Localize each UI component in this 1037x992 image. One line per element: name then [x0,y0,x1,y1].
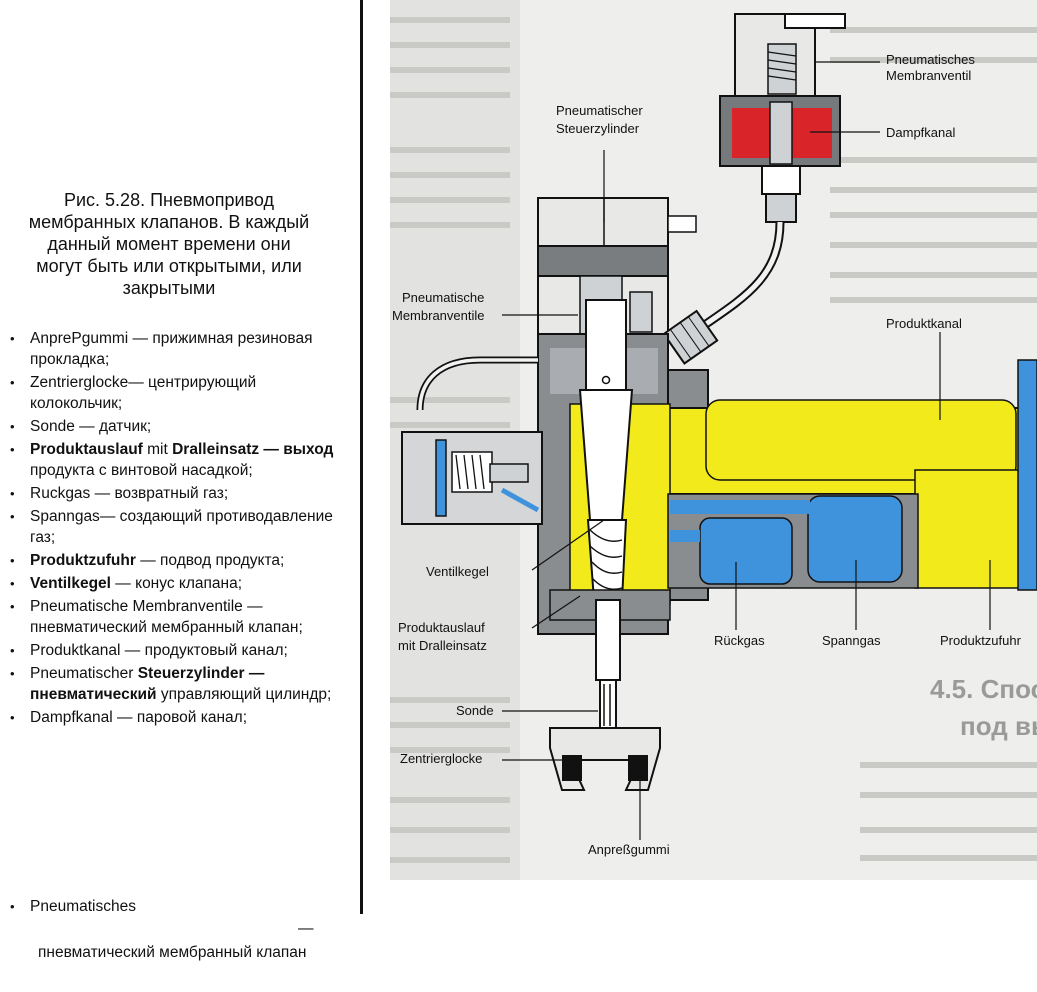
legend-sep: — [90,485,115,502]
side-membrane-valve [401,356,543,525]
pressure-gasket-left [562,755,582,781]
label-auslauf-2: mit Dralleinsatz [398,638,487,653]
legend-sep: — [128,374,149,391]
legend-sep: — [128,330,153,347]
caption-line: мембранных клапанов. В каждый [28,212,310,232]
column-divider [360,0,363,914]
legend-item: Zentrierglocke— центрирующий колокольчик… [8,372,338,414]
legend-desc: продукта с винтовой насадкой; [30,462,253,479]
valve-diagram: 4.5. Способ вспрыска воды под высоким да… [390,0,1037,880]
legend-item: Produktzufuhr — подвод продукта; [8,550,338,571]
legend-term: Produktzufuhr [30,552,136,569]
tube-fitting [662,309,719,365]
legend-term: Spanngas [30,508,100,525]
legend-desc: подвод продукта; [160,552,285,569]
legend-last-item: Pneumatisches — пневматический мембранны… [8,896,338,961]
legend-desc: пневматический мембранный клапан; [30,619,303,636]
legend-desc: прижимная резиновая прокладка; [30,330,313,368]
legend-list: AnprePgummi — прижимная резиновая прокла… [8,328,338,730]
legend-term: Pneumatisches [8,896,338,917]
leader-lines [502,61,991,840]
legend-item: Produktauslauf mit Dralleinsatz — выход … [8,439,338,481]
legend-item: Spanngas— создающий противодавление газ; [8,506,338,548]
legend-term: Pneumatische Membranventile [30,598,243,615]
bleed-heading-1: 4.5. Способ вспрыска воды [930,674,1037,704]
legend-sep: — [120,642,145,659]
label-sonde: Sonde [456,703,494,718]
label-steuer-1: Pneumatischer [556,103,643,118]
label-dampfkanal: Dampfkanal [886,125,955,140]
probe-tube [595,599,621,681]
legend-term: Ventilkegel [30,575,111,592]
label-zentrierglocke: Zentrierglocke [400,751,482,766]
legend-item: Produktkanal — продуктовый канал; [8,640,338,661]
label-rueckgas: Rückgas [714,633,765,648]
centering-bell [549,727,661,791]
return-gas-channel [699,517,793,585]
legend-term-bold: Steuerzylinder — пневматический [30,665,265,703]
label-steuer-2: Steuerzylinder [556,121,640,136]
legend-sep: — [135,552,161,569]
legend-item: Dampfkanal — паровой канал; [8,707,338,728]
pressure-gasket-right [628,755,648,781]
legend-item: Pneumatische Membranventile — пневматиче… [8,596,338,638]
legend-term: Dampfkanal [30,709,113,726]
caption-line: данный момент времени они [47,234,291,254]
label-anpressgummi: Anpreßgummi [588,842,670,857]
legend-term: Ruckgas [30,485,91,502]
valve-body [537,333,1037,635]
label-produktzufuhr: Produktzufuhr [940,633,1022,648]
product-supply-channel [914,469,1037,589]
legend-desc: продуктовый канал; [144,642,288,659]
counter-pressure-gas-channel [807,495,903,583]
legend-item: Pneumatischer Steuerzylinder — пневматич… [8,663,338,705]
label-membranventile-2: Membranventile [392,308,485,323]
caption-line: закрытыми [122,278,216,298]
legend-sep: — [99,508,120,525]
legend-desc: конус клапана; [135,575,242,592]
label-pneumatisches: Pneumatisches [886,52,975,67]
legend-term: Produktkanal [30,642,121,659]
figure-caption: Рис. 5.28. Пневмопривод мембранных клапа… [6,189,332,299]
label-spanngas: Spanngas [822,633,881,648]
legend-desc: паровой канал; [136,709,248,726]
legend-dash: — [298,920,314,937]
legend-term: Sonde [30,418,75,435]
legend-desc: создающий противодавление газ; [30,508,333,546]
legend-term: Zentrierglocke [30,374,129,391]
caption-line: могут быть или открытыми, или [36,256,302,276]
steam-chamber-right [790,108,832,158]
legend-sep: — [74,418,99,435]
legend-sep: mit [142,441,173,458]
legend-term: Produktauslauf [30,441,143,458]
label-produktkanal: Produktkanal [886,316,962,331]
top-membrane-valve [719,13,846,223]
steam-chamber-left [732,108,772,158]
legend-sep: — [112,709,137,726]
legend-desc: пневматический мембранный клапан [38,944,307,961]
bleed-heading-2: под высоким давлением [960,711,1037,741]
label-ventilkegel: Ventilkegel [426,564,489,579]
legend-item: Ventilkegel — конус клапана; [8,573,338,594]
label-membranventil: Membranventil [886,68,971,83]
label-membranventile-1: Pneumatische [402,290,484,305]
legend-item: Sonde — датчик; [8,416,338,437]
legend-sep: — [242,598,263,615]
legend-term-bold: Dralleinsatz — выход [172,441,334,458]
legend-term: AnprePgummi [30,330,129,347]
legend-term: Pneumatischer [30,665,138,682]
legend-item: AnprePgummi — прижимная резиновая прокла… [8,328,338,370]
legend-desc: центрирующий колокольчик; [30,374,257,412]
label-auslauf-1: Produktauslauf [398,620,485,635]
caption-line: Рис. 5.28. Пневмопривод [63,190,275,210]
legend-item: Ruckgas — возвратный газ; [8,483,338,504]
legend-desc: датчик; [98,418,152,435]
legend-sep: — [110,575,136,592]
legend-desc: возвратный газ; [114,485,229,502]
bleed-text-lines [390,17,1037,863]
valve-cone [549,299,671,731]
legend-desc: управляющий цилиндр; [156,686,332,703]
control-cylinder [537,197,697,349]
